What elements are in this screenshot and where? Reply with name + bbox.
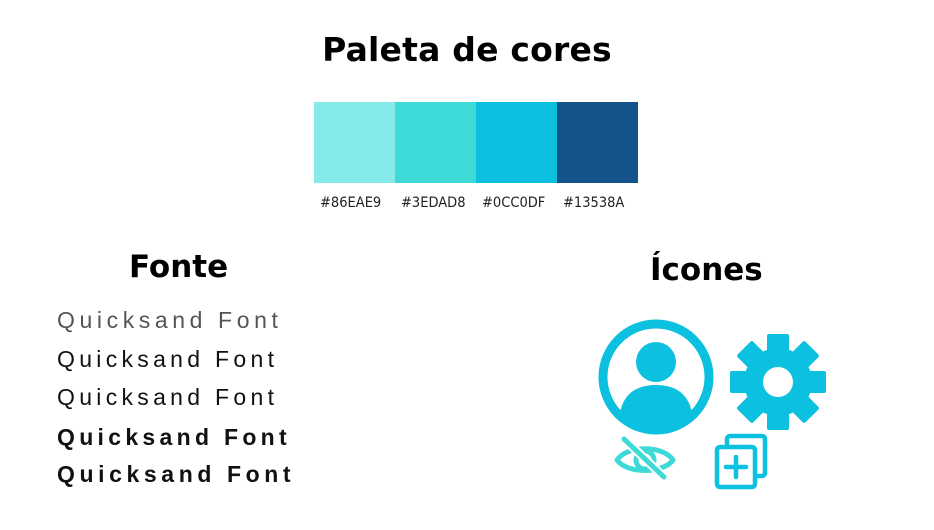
icones-heading: Ícones (650, 252, 763, 288)
color-hex-labels: #86EAE9 #3EDAD8 #0CC0DF #13538A (314, 195, 644, 211)
page-title: Paleta de cores (322, 30, 612, 69)
eye-off-icon (614, 436, 676, 480)
add-copy-icon (714, 433, 768, 490)
color-swatch-4 (557, 102, 638, 183)
hex-label-4: #13538A (563, 195, 625, 211)
font-sample-medium: Quicksand Font (57, 384, 279, 410)
color-swatch-2 (395, 102, 476, 183)
color-palette (314, 102, 638, 183)
font-sample-bold: Quicksand Font (57, 461, 296, 487)
font-sample-light: Quicksand Font (57, 307, 283, 333)
hex-label-1: #86EAE9 (320, 195, 382, 211)
fonte-heading: Fonte (129, 249, 229, 285)
hex-label-3: #0CC0DF (482, 195, 546, 211)
hex-label-2: #3EDAD8 (401, 195, 466, 211)
font-sample-semibold: Quicksand Font (57, 424, 291, 450)
color-swatch-1 (314, 102, 395, 183)
gear-icon (730, 334, 826, 430)
user-avatar-icon (598, 319, 714, 435)
color-swatch-3 (476, 102, 557, 183)
font-sample-regular: Quicksand Font (57, 346, 279, 372)
